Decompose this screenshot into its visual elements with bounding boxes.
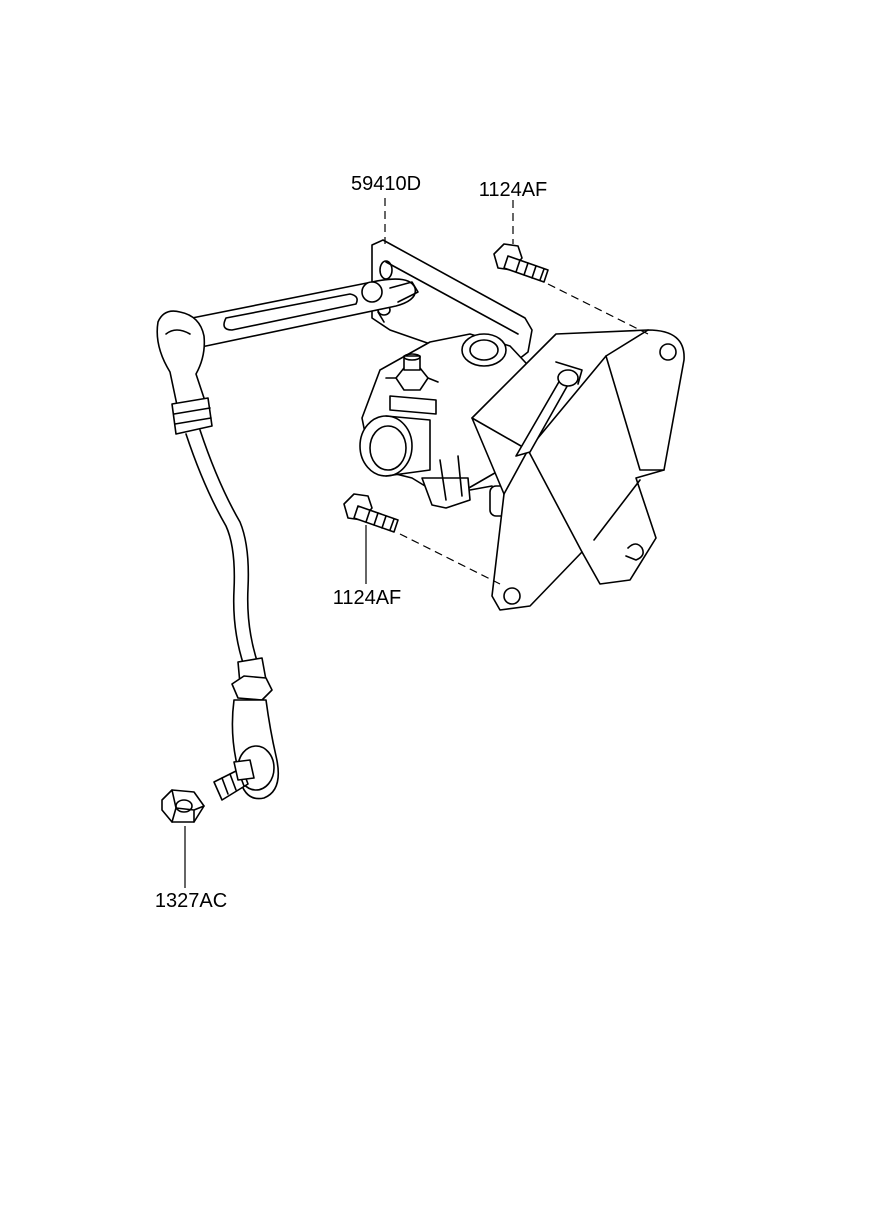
headlamp-leveling-sensor — [180, 239, 685, 611]
linkage-rod — [156, 310, 280, 801]
lower-bolt — [343, 493, 399, 533]
part-label-nut: 1327AC — [155, 890, 227, 912]
part-label-bolt-lower: 1124AF — [333, 587, 402, 609]
upper-bolt — [493, 243, 549, 283]
leader-lines — [184, 198, 649, 888]
part-label-sensor: 59410D — [351, 173, 421, 195]
part-label-bolt-upper: 1124AF — [479, 179, 548, 201]
hex-nut — [161, 789, 205, 823]
